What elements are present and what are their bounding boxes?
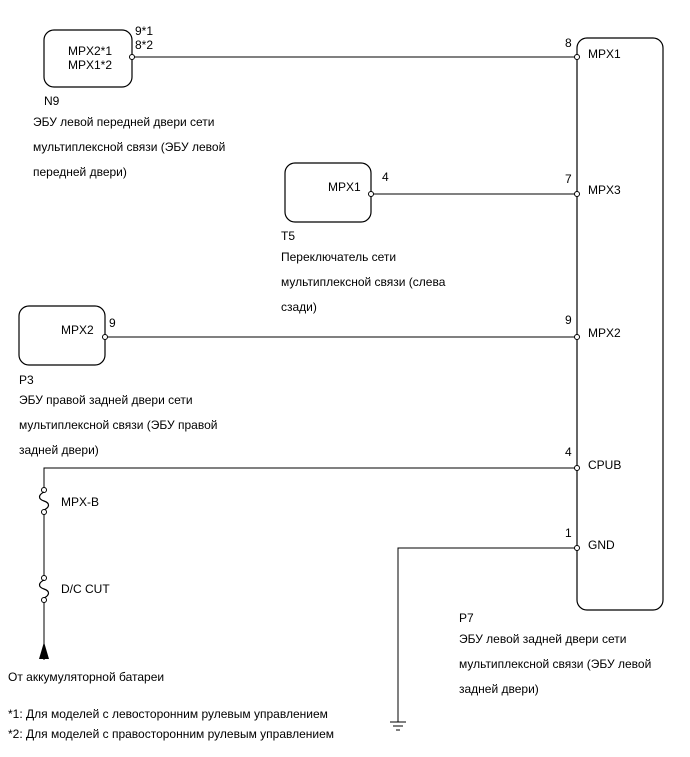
n9-pin-8: 8*2 bbox=[135, 38, 154, 52]
n9-caption-line3: передней двери) bbox=[33, 165, 127, 179]
battery-label: От аккумуляторной батареи bbox=[8, 670, 165, 684]
p3-caption-line2: мультиплексной связи (ЭБУ правой bbox=[19, 418, 218, 432]
p7-pin-1: 1 bbox=[565, 526, 572, 540]
p3-caption-line1: ЭБУ правой задней двери сети bbox=[19, 393, 193, 407]
t5-code: T5 bbox=[281, 229, 296, 243]
wire-cpub bbox=[43, 467, 577, 488]
p7-caption-line3: задней двери) bbox=[459, 682, 539, 696]
t5-pin-4: 4 bbox=[382, 170, 389, 184]
p7-terminal-mpx1: MPX1 bbox=[588, 47, 621, 61]
fuse-mpx-b-label: MPX-B bbox=[61, 495, 100, 509]
t5-caption-line2: мультиплексной связи (слева bbox=[281, 275, 446, 289]
p7-pin-9: 9 bbox=[565, 313, 572, 327]
p7-pin-7: 7 bbox=[565, 172, 572, 186]
n9-code: N9 bbox=[44, 94, 60, 108]
p7-terminal-mpx3: MPX3 bbox=[588, 183, 621, 197]
p7-caption-line1: ЭБУ левой задней двери сети bbox=[459, 632, 627, 646]
n9-caption-line2: мультиплексной связи (ЭБУ левой bbox=[33, 140, 226, 154]
p7-terminal-mpx2: MPX2 bbox=[588, 326, 621, 340]
fuse-dc-cut-label: D/C CUT bbox=[61, 582, 110, 596]
ground-icon bbox=[390, 721, 406, 731]
p7-caption-line2: мультиплексной связи (ЭБУ левой bbox=[459, 657, 652, 671]
t5-caption-line1: Переключатель сети bbox=[281, 250, 397, 264]
p3-pin-9: 9 bbox=[109, 316, 116, 330]
p7-code: P7 bbox=[459, 611, 474, 625]
footnote-2: *2: Для моделей с правосторонним рулевым… bbox=[8, 727, 335, 741]
t5-caption-line3: сзади) bbox=[281, 300, 317, 314]
n9-caption-line1: ЭБУ левой передней двери сети bbox=[33, 115, 215, 129]
battery-arrow-icon bbox=[39, 642, 49, 659]
p7-pin-4: 4 bbox=[565, 445, 572, 459]
p3-caption-line3: задней двери) bbox=[19, 443, 99, 457]
p7-terminal-gnd: GND bbox=[588, 538, 615, 552]
n9-terminal-mpx1: MPX1*2 bbox=[68, 58, 113, 72]
p7-ecu-box bbox=[576, 37, 664, 611]
n9-pin-9: 9*1 bbox=[135, 24, 154, 38]
p3-terminal-mpx2: MPX2 bbox=[61, 323, 94, 337]
footnote-1: *1: Для моделей с левосторонним рулевым … bbox=[8, 707, 328, 721]
fuse-mpx-b-symbol bbox=[38, 491, 50, 511]
p7-pin-8: 8 bbox=[565, 36, 572, 50]
fuse-dc-cut-symbol bbox=[38, 579, 50, 599]
n9-terminal-mpx2: MPX2*1 bbox=[68, 44, 113, 58]
wire-gnd bbox=[397, 547, 577, 722]
t5-terminal-mpx1: MPX1 bbox=[328, 180, 361, 194]
p3-code: P3 bbox=[19, 373, 34, 387]
p7-terminal-cpub: CPUB bbox=[588, 458, 622, 472]
